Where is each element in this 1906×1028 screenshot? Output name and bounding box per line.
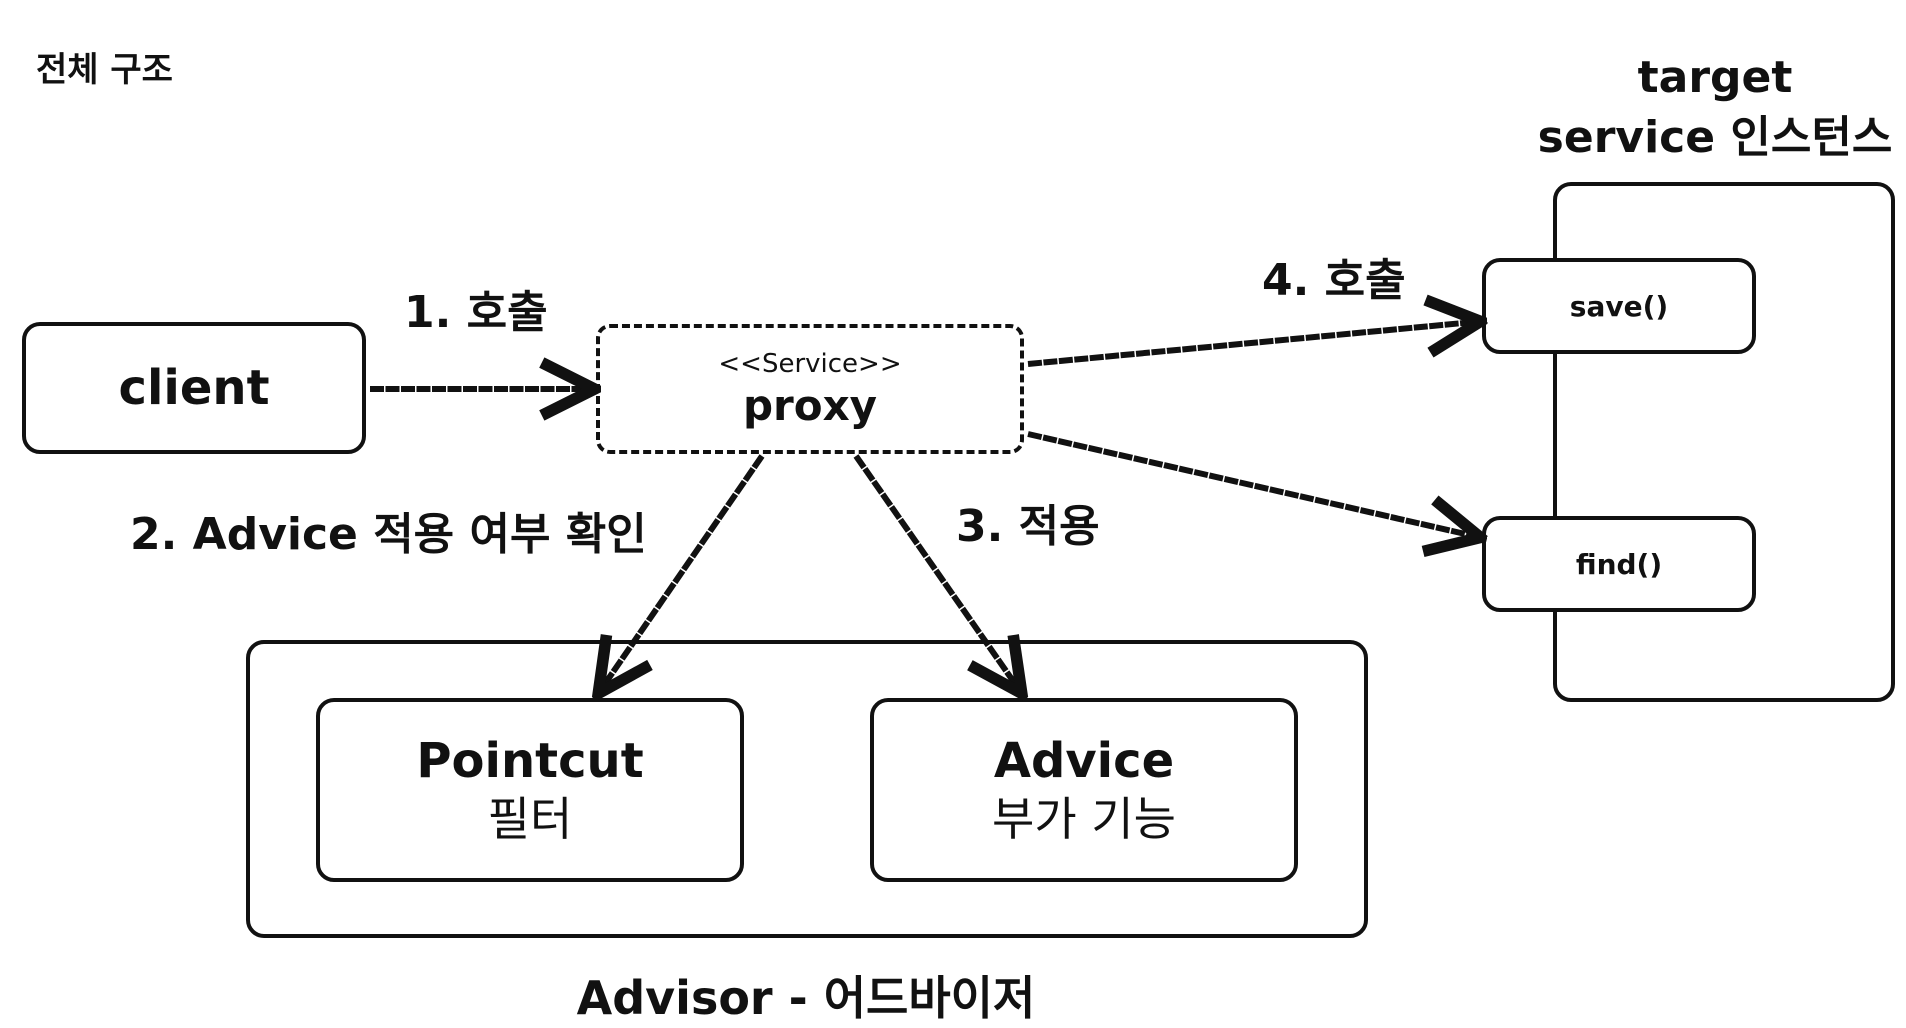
step2-label: 2. Advice 적용 여부 확인	[130, 509, 647, 560]
find-method-box: find()	[1482, 516, 1756, 612]
advice-subtitle: 부가 기능	[992, 792, 1176, 846]
pointcut-subtitle: 필터	[487, 792, 573, 846]
client-box: client	[22, 322, 366, 454]
page-title: 전체 구조	[36, 50, 173, 90]
advisor-label: Advisor - 어드바이저	[576, 971, 1036, 1025]
advice-box: Advice 부가 기능	[870, 698, 1298, 882]
save-method-box: save()	[1482, 258, 1756, 354]
advice-title: Advice	[993, 733, 1175, 789]
pointcut-title: Pointcut	[416, 733, 644, 789]
target-heading-line2: service 인스턴스	[1537, 112, 1893, 163]
proxy-label: proxy	[742, 380, 878, 430]
arrow-proxy-to-save	[1027, 322, 1474, 367]
proxy-stereotype: <<Service>>	[718, 348, 902, 379]
client-label: client	[118, 360, 270, 416]
step3-label: 3. 적용	[956, 501, 1100, 552]
save-method-label: save()	[1569, 289, 1669, 323]
target-heading: target service 인스턴스	[1530, 48, 1900, 168]
target-heading-line1: target	[1637, 52, 1793, 103]
find-method-label: find()	[1575, 547, 1663, 581]
step4-label: 4. 호출	[1262, 255, 1406, 306]
proxy-box: <<Service>> proxy	[596, 324, 1024, 454]
step1-label: 1. 호출	[404, 287, 548, 338]
pointcut-box: Pointcut 필터	[316, 698, 744, 882]
